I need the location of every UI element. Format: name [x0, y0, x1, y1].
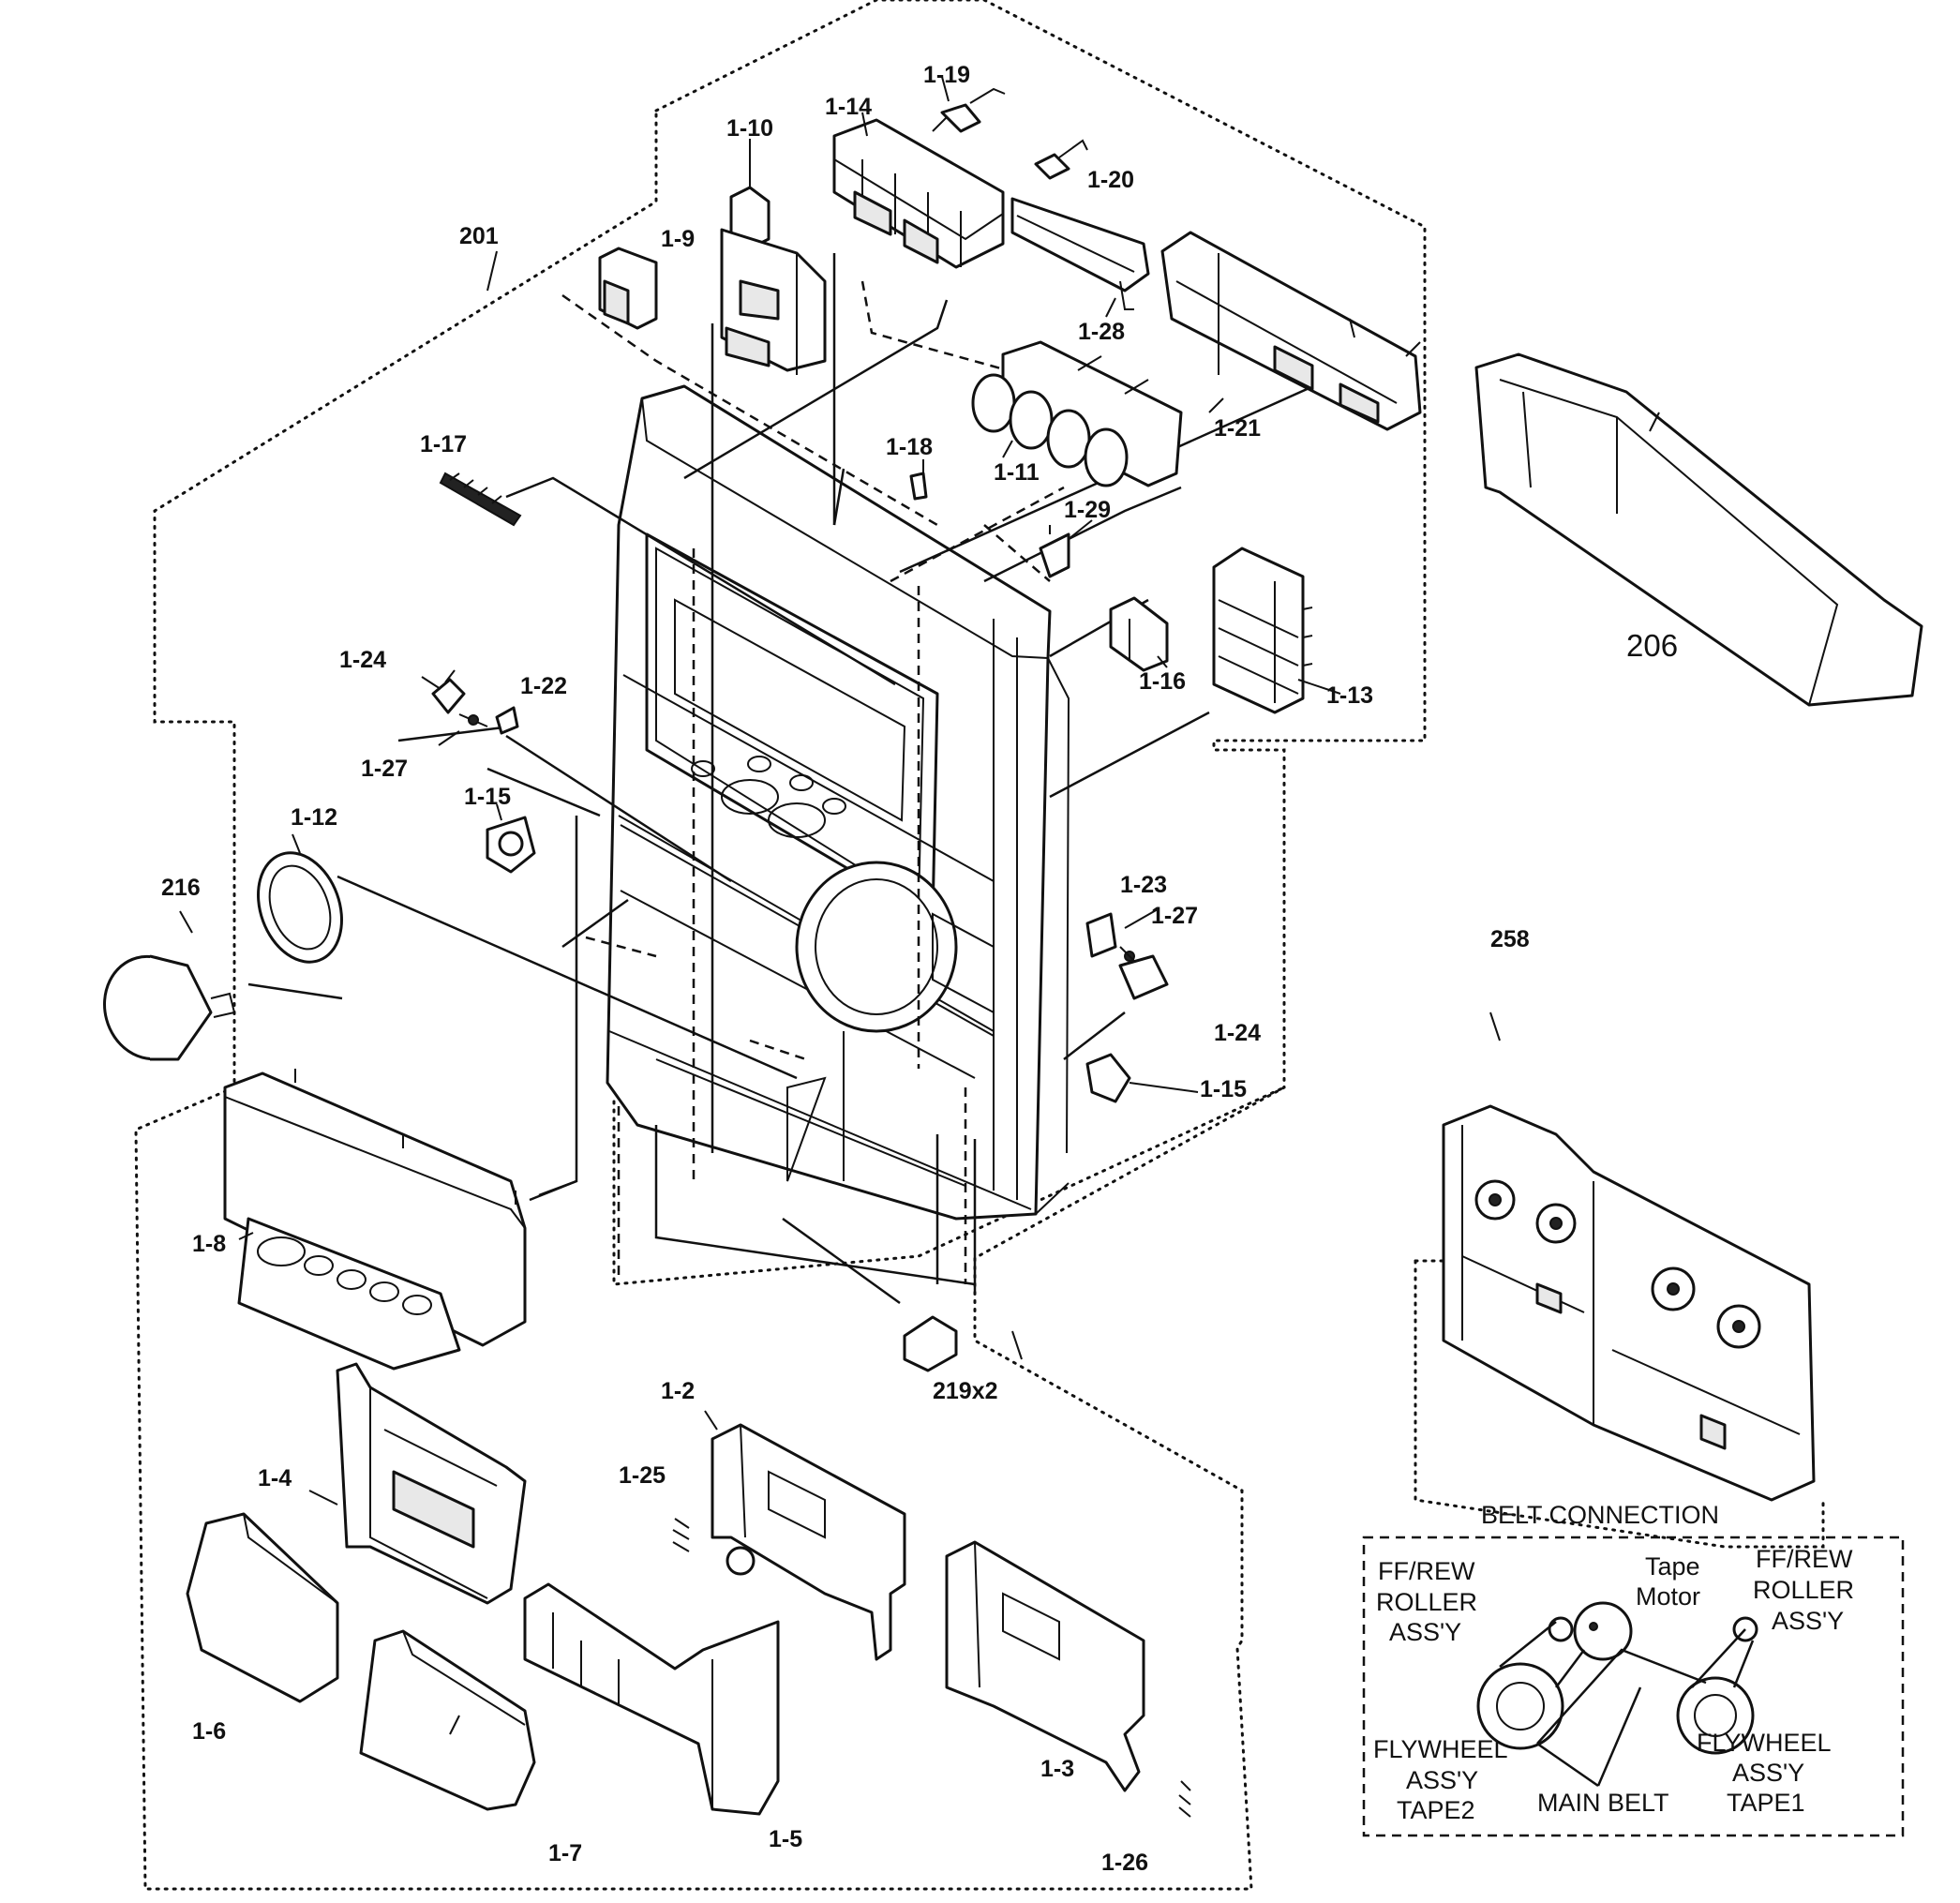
label-1-16: 1-16: [1139, 668, 1186, 695]
label-1-24-right: 1-24: [1214, 1020, 1261, 1046]
label-1-20: 1-20: [1087, 167, 1134, 193]
belt-flywheel-left-3: TAPE2: [1397, 1796, 1475, 1824]
label-1-28: 1-28: [1078, 319, 1125, 345]
part-labels: 1-19 1-10 1-14 1-20 201 1-9 1-28 1-21 1-…: [161, 62, 1678, 1876]
part-216-knob: [102, 954, 236, 1061]
part-1-24-right: [1118, 954, 1169, 1000]
part-1-3: [945, 1540, 1145, 1792]
belt-title: BELT CONNECTION: [1481, 1501, 1719, 1529]
reference-dashed-lines: [561, 280, 1065, 1284]
part-1-16: [1109, 596, 1169, 672]
label-1-21: 1-21: [1214, 415, 1261, 442]
part-1-26: [1178, 1780, 1191, 1818]
label-1-24-left: 1-24: [339, 647, 386, 673]
label-1-17: 1-17: [420, 431, 467, 457]
part-1-11: [971, 340, 1183, 487]
assembly-lines: [247, 253, 1360, 1305]
part-1-10: [720, 186, 827, 375]
belt-ffrew-left-3: ASS'Y: [1389, 1618, 1461, 1646]
part-258-cassette-deck: [1414, 1104, 1825, 1549]
label-1-8: 1-8: [192, 1231, 226, 1257]
label-206: 206: [1626, 628, 1678, 663]
label-1-13: 1-13: [1326, 682, 1373, 709]
part-1-17: [439, 472, 522, 527]
label-258: 258: [1490, 926, 1530, 952]
part-1-18: [909, 472, 928, 501]
label-1-23: 1-23: [1120, 872, 1167, 898]
belt-flywheel-left-1: FLYWHEEL: [1373, 1735, 1508, 1763]
label-1-7: 1-7: [548, 1840, 582, 1866]
part-1-27-left: [458, 713, 488, 727]
boundary-201: [134, 0, 1427, 1891]
label-1-6: 1-6: [192, 1718, 226, 1745]
label-1-19: 1-19: [923, 62, 970, 88]
part-1-24-left: [431, 669, 466, 714]
belt-flywheel-right-2: ASS'Y: [1732, 1759, 1804, 1787]
part-1-13: [1212, 547, 1313, 714]
label-219x2: 219x2: [933, 1378, 998, 1404]
label-1-27-right: 1-27: [1151, 903, 1198, 929]
label-1-15-left: 1-15: [464, 784, 511, 810]
part-1-14: [832, 118, 1005, 269]
label-201: 201: [459, 223, 499, 249]
label-1-3: 1-3: [1040, 1756, 1074, 1782]
part-1-5: [523, 1582, 780, 1816]
label-1-15-right: 1-15: [1200, 1076, 1247, 1102]
part-1-20: [1010, 139, 1150, 292]
label-1-29: 1-29: [1064, 497, 1111, 523]
part-201-front-chassis: [606, 384, 1070, 1221]
part-1-7: [359, 1629, 536, 1811]
leader-lines: [179, 76, 1660, 1735]
label-216: 216: [161, 875, 201, 901]
label-1-14: 1-14: [825, 94, 872, 120]
part-1-28: [1119, 280, 1134, 310]
part-1-19: [932, 87, 1006, 133]
belt-tape-motor-1: Tape: [1645, 1552, 1700, 1581]
label-1-5: 1-5: [769, 1826, 802, 1852]
part-1-2: [711, 1423, 906, 1661]
belt-ffrew-right-1: FF/REW: [1756, 1545, 1853, 1573]
belt-flywheel-right-1: FLYWHEEL: [1697, 1729, 1832, 1757]
belt-connection-panel: [1362, 1536, 1905, 1837]
boundary-inner: [612, 1086, 1286, 1286]
label-1-9: 1-9: [661, 226, 695, 252]
part-1-23: [1085, 912, 1117, 958]
part-1-25: [672, 1518, 690, 1552]
part-1-22: [495, 706, 519, 735]
part-1-9: [598, 247, 658, 330]
part-1-6: [186, 1512, 339, 1703]
belt-connection-labels: BELT CONNECTION FF/REW ROLLER ASS'Y Tape…: [1373, 1501, 1854, 1824]
part-1-15-left: [486, 816, 536, 874]
part-1-8: [223, 1069, 527, 1371]
part-1-27-right: [1119, 946, 1140, 966]
part-1-4: [336, 1362, 527, 1605]
belt-flywheel-right-3: TAPE1: [1727, 1789, 1805, 1817]
part-1-12-ring: [257, 851, 343, 964]
label-1-11: 1-11: [994, 459, 1040, 486]
part-1-21: [1160, 231, 1422, 431]
label-1-25: 1-25: [619, 1462, 666, 1489]
belt-ffrew-right-2: ROLLER: [1753, 1576, 1854, 1604]
belt-flywheel-left-2: ASS'Y: [1406, 1766, 1478, 1794]
belt-main-belt: MAIN BELT: [1537, 1789, 1669, 1817]
belt-ffrew-left-1: FF/REW: [1378, 1557, 1475, 1585]
label-1-4: 1-4: [258, 1465, 292, 1491]
label-1-22: 1-22: [520, 673, 567, 699]
belt-ffrew-left-2: ROLLER: [1376, 1588, 1477, 1616]
part-219x2: [903, 1315, 958, 1372]
label-1-27-left: 1-27: [361, 756, 408, 782]
part-1-15-right: [1085, 1053, 1131, 1103]
belt-ffrew-right-3: ASS'Y: [1772, 1607, 1844, 1635]
label-1-12: 1-12: [291, 804, 337, 831]
label-1-2: 1-2: [661, 1378, 695, 1404]
label-1-18: 1-18: [886, 434, 933, 460]
part-1-29: [1039, 525, 1070, 578]
belt-tape-motor-2: Motor: [1636, 1582, 1700, 1611]
label-1-26: 1-26: [1101, 1850, 1148, 1876]
part-206-top-cover: [1474, 352, 1923, 707]
label-1-10: 1-10: [726, 115, 773, 142]
